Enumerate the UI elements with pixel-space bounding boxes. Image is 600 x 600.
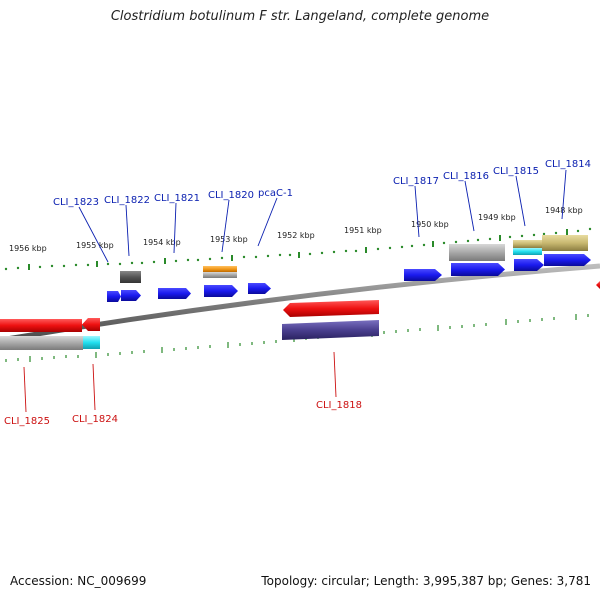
- gene-label-forward[interactable]: CLI_1817: [393, 176, 439, 187]
- gene-label-forward[interactable]: CLI_1823: [53, 197, 99, 208]
- gene-cog-bar[interactable]: [203, 272, 237, 278]
- kbp-label: 1950 kbp: [411, 220, 449, 229]
- reverse-gene-track: [0, 281, 600, 332]
- genome-summary-text: Topology: circular; Length: 3,995,387 bp…: [261, 574, 591, 588]
- gene-cog-bar[interactable]: [513, 240, 542, 248]
- gene-leader-lines-reverse: [23, 351, 337, 413]
- forward-gene-arrow[interactable]: [514, 259, 544, 271]
- gene-label-forward[interactable]: pcaC-1: [258, 188, 293, 199]
- kbp-label: 1949 kbp: [478, 213, 516, 222]
- kbp-label: 1956 kbp: [9, 244, 47, 253]
- inner-scale: [5, 314, 589, 362]
- gene-label-forward[interactable]: CLI_1820: [208, 190, 254, 201]
- gene-label-forward[interactable]: CLI_1814: [545, 159, 591, 170]
- reverse-gene-arrow[interactable]: [0, 319, 82, 332]
- gene-label-forward[interactable]: CLI_1816: [443, 171, 489, 182]
- accession-text: Accession: NC_009699: [10, 574, 147, 588]
- gene-cog-bar[interactable]: [83, 336, 100, 349]
- forward-gene-arrow[interactable]: [248, 283, 271, 294]
- gene-cog-bar[interactable]: [120, 271, 141, 283]
- forward-gene-arrow[interactable]: [107, 291, 121, 302]
- kbp-label: 1948 kbp: [545, 206, 583, 215]
- gene-cog-bar[interactable]: [542, 235, 588, 251]
- gene-cog-bar[interactable]: [449, 244, 505, 261]
- forward-gene-arrow[interactable]: [404, 269, 442, 281]
- kbp-label: 1951 kbp: [344, 226, 382, 235]
- gene-label-reverse[interactable]: CLI_1818: [316, 400, 362, 411]
- outer-scale-major-ticks: [28, 229, 568, 270]
- genome-title: Clostridium botulinum F str. Langeland, …: [110, 9, 490, 24]
- gene-cog-bar[interactable]: [203, 266, 237, 272]
- outer-scale: [4, 227, 592, 271]
- gene-label-forward[interactable]: CLI_1822: [104, 195, 150, 206]
- gene-label-forward[interactable]: CLI_1815: [493, 166, 539, 177]
- forward-gene-arrow[interactable]: [204, 285, 238, 297]
- kbp-label: 1953 kbp: [210, 235, 248, 244]
- kbp-label: 1952 kbp: [277, 231, 315, 240]
- forward-cog-track: [120, 235, 588, 283]
- kbp-label: 1955 kbp: [76, 241, 114, 250]
- kbp-label: 1954 kbp: [143, 238, 181, 247]
- gene-label-forward[interactable]: CLI_1821: [154, 193, 200, 204]
- gene-cog-bar[interactable]: [282, 320, 379, 340]
- reverse-gene-arrow[interactable]: [596, 281, 600, 289]
- gene-cog-bar[interactable]: [0, 336, 83, 350]
- gene-cog-bar[interactable]: [513, 248, 542, 255]
- gene-label-reverse[interactable]: CLI_1824: [72, 414, 118, 425]
- reverse-gene-arrow[interactable]: [283, 300, 379, 317]
- forward-gene-arrow[interactable]: [158, 288, 191, 299]
- reverse-cog-track: [0, 320, 379, 350]
- reverse-gene-arrow[interactable]: [82, 318, 100, 331]
- gene-leader-lines: [78, 169, 567, 263]
- gene-label-reverse[interactable]: CLI_1825: [4, 416, 50, 427]
- forward-gene-arrow[interactable]: [121, 290, 141, 301]
- forward-gene-track: [107, 254, 591, 302]
- forward-gene-arrow[interactable]: [451, 263, 505, 276]
- forward-gene-arrow[interactable]: [544, 254, 591, 266]
